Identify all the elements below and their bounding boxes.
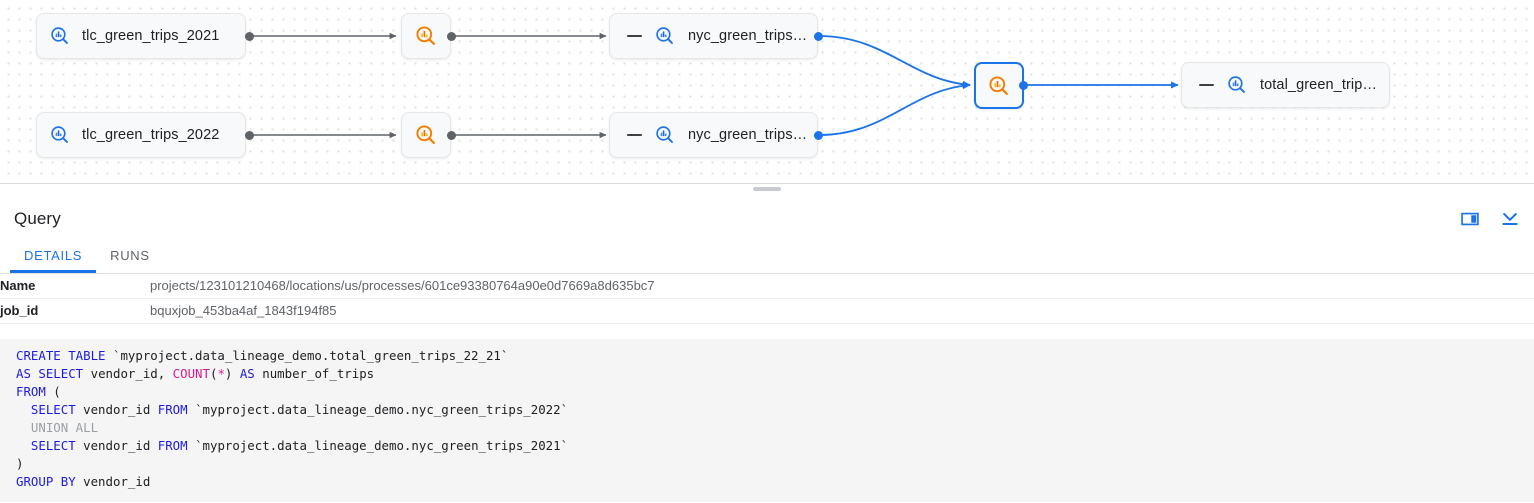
bigquery-table-search-icon-blue <box>51 126 68 143</box>
split-panel-icon[interactable] <box>1460 209 1480 229</box>
node-collapse-toggle-icon[interactable] <box>627 34 642 38</box>
sql-code-block[interactable]: CREATE TABLE `myproject.data_lineage_dem… <box>0 339 1534 502</box>
collapse-panel-icon[interactable] <box>1500 209 1520 229</box>
bigquery-table-search-icon-blue <box>1228 76 1245 93</box>
detail-key: job_id <box>0 298 150 324</box>
detail-value: projects/123101210468/locations/us/proce… <box>150 274 1534 299</box>
lineage-node-label: nyc_green_trips… <box>688 127 808 143</box>
table-row: job_id bquxjob_453ba4af_1843f194f85 <box>0 298 1534 324</box>
bigquery-table-search-icon-blue <box>656 126 673 143</box>
lineage-node-label: nyc_green_trips… <box>688 28 808 44</box>
detail-value: bquxjob_453ba4af_1843f194f85 <box>150 298 1534 324</box>
panel-tabbar[interactable]: DETAILS RUNS <box>0 241 1534 274</box>
panel-header-actions <box>1460 209 1520 229</box>
lineage-node-nyc-green-trips-lower[interactable]: nyc_green_trips… <box>609 112 818 158</box>
node-output-port[interactable] <box>245 130 254 140</box>
lineage-node-nyc-green-trips-upper[interactable]: nyc_green_trips… <box>609 13 818 59</box>
details-table: Name projects/123101210468/locations/us/… <box>0 274 1534 324</box>
lineage-node-process-lower[interactable] <box>401 112 451 158</box>
tab-runs[interactable]: RUNS <box>96 241 164 273</box>
node-output-port[interactable] <box>447 130 456 140</box>
tab-details[interactable]: DETAILS <box>10 241 97 273</box>
node-output-port[interactable] <box>447 31 456 41</box>
sql-code-text: CREATE TABLE `myproject.data_lineage_dem… <box>16 348 569 489</box>
resize-handle[interactable] <box>753 187 781 191</box>
node-output-port[interactable] <box>245 31 254 41</box>
lineage-node-tlc-green-trips-2021[interactable]: tlc_green_trips_2021 <box>36 13 246 59</box>
table-row: Name projects/123101210468/locations/us/… <box>0 274 1534 299</box>
lineage-node-tlc-green-trips-2022[interactable]: tlc_green_trips_2022 <box>36 112 246 158</box>
panel-header: Query <box>0 196 1534 241</box>
bigquery-process-search-icon-orange <box>416 26 435 45</box>
query-details-panel: Query DETAILS RUNS Name projects/1231012… <box>0 196 1534 502</box>
bigquery-process-search-icon-orange <box>989 75 1008 95</box>
lineage-node-label: tlc_green_trips_2021 <box>82 28 220 44</box>
bigquery-process-search-icon-orange <box>416 125 435 144</box>
node-output-port[interactable] <box>814 31 823 41</box>
tab-label: RUNS <box>110 248 150 263</box>
lineage-node-label: tlc_green_trips_2022 <box>82 127 220 143</box>
panel-resize-splitter[interactable] <box>0 183 1534 196</box>
detail-key: Name <box>0 274 150 299</box>
node-collapse-toggle-icon[interactable] <box>1199 83 1214 87</box>
page-title: Query <box>14 208 61 228</box>
bigquery-table-search-icon-blue <box>51 27 68 44</box>
lineage-node-process-upper[interactable] <box>401 13 451 59</box>
bigquery-table-search-icon-blue <box>656 27 673 44</box>
node-collapse-toggle-icon[interactable] <box>627 133 642 137</box>
lineage-graph-canvas[interactable]: tlc_green_trips_2021 tlc_green_trips_202… <box>0 0 1534 183</box>
node-output-port[interactable] <box>814 130 823 140</box>
lineage-node-total-green-trips[interactable]: total_green_trip… <box>1181 62 1390 108</box>
node-output-port[interactable] <box>1019 80 1028 90</box>
lineage-node-selected-process[interactable] <box>974 62 1024 109</box>
lineage-node-label: total_green_trip… <box>1260 77 1377 93</box>
tab-label: DETAILS <box>24 248 83 263</box>
